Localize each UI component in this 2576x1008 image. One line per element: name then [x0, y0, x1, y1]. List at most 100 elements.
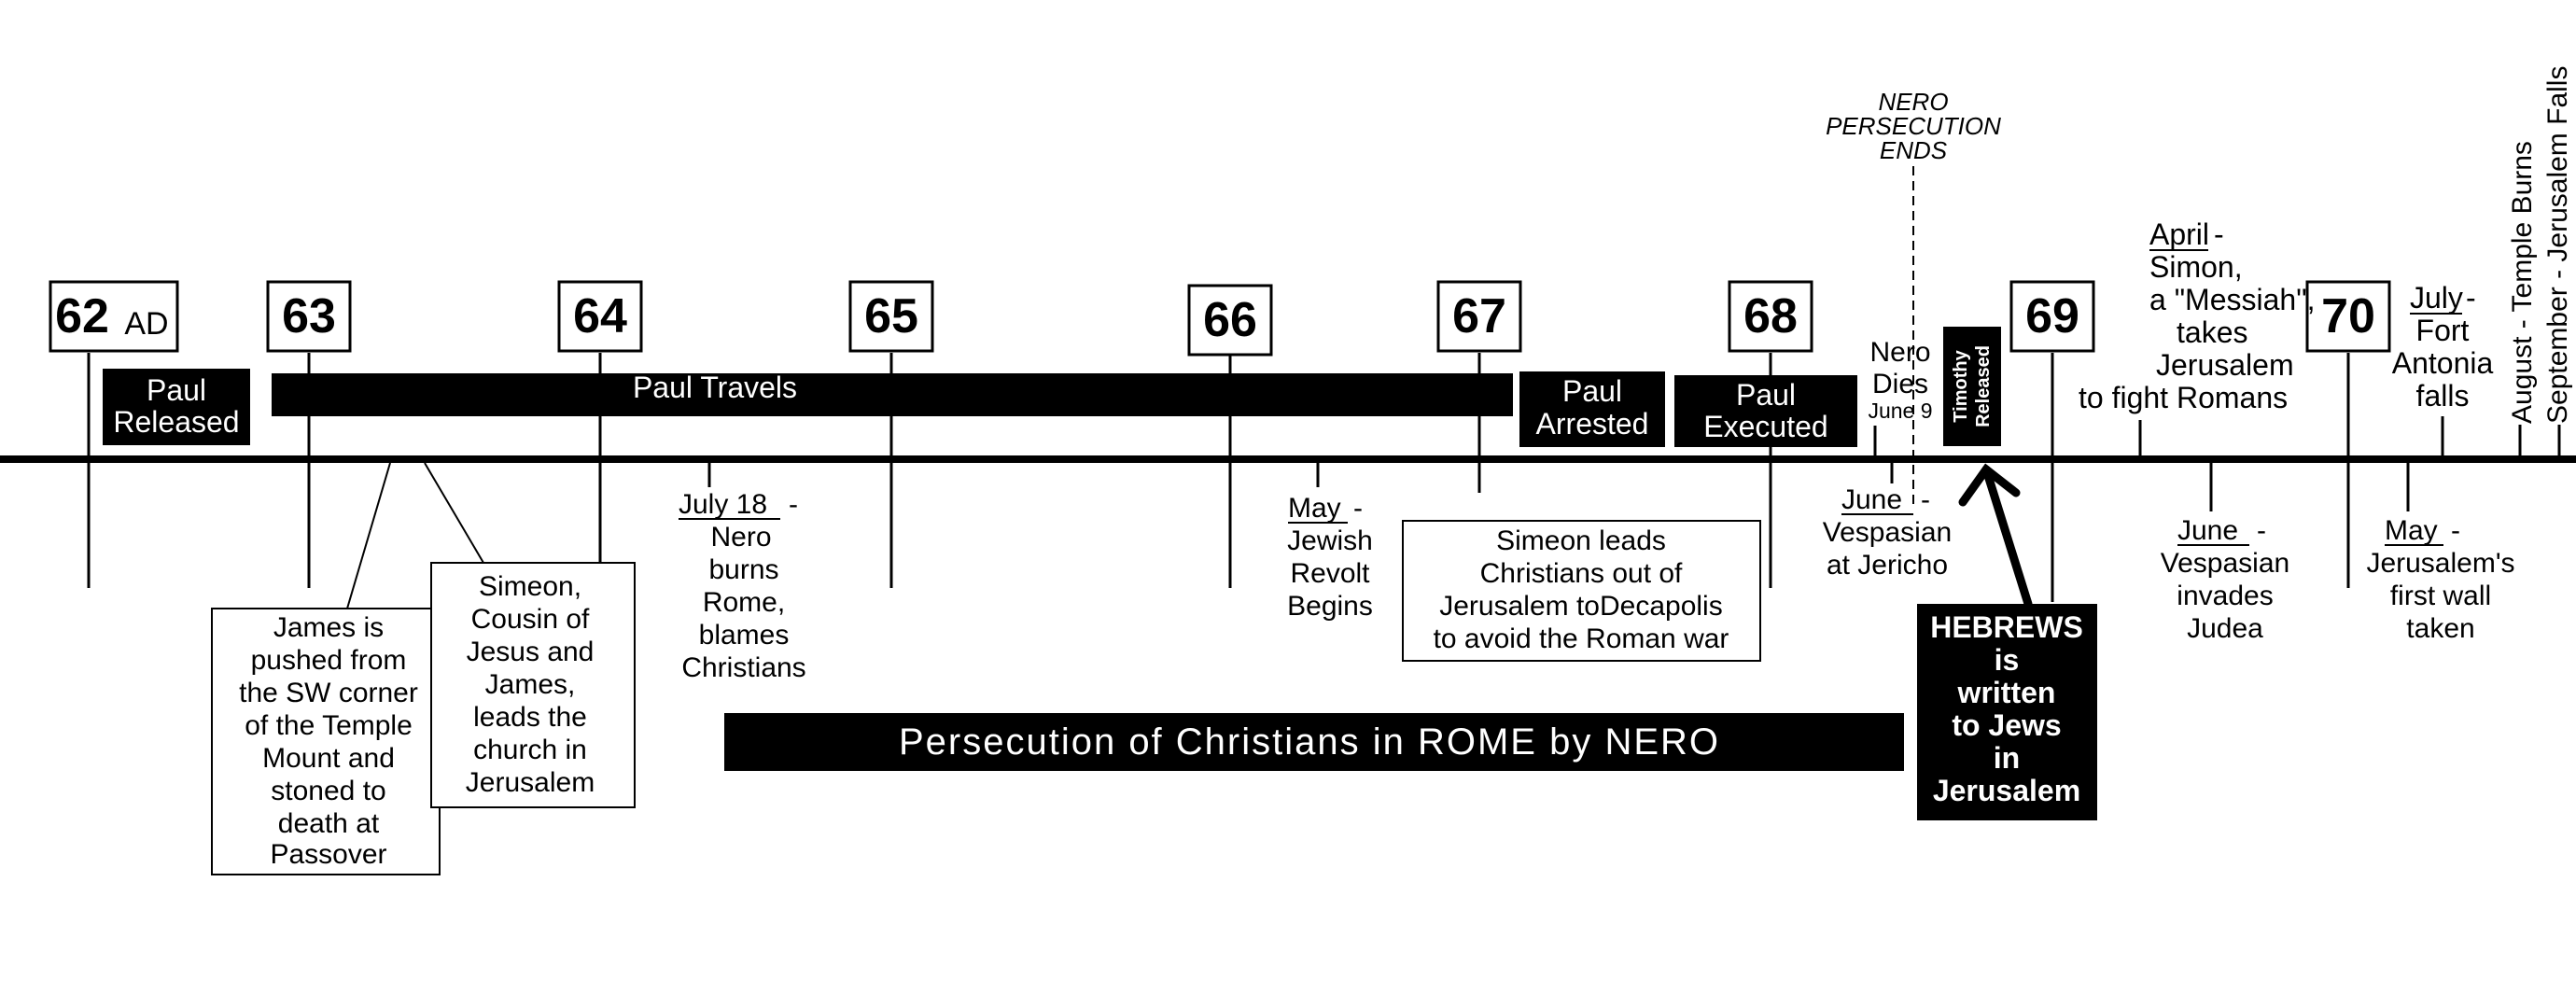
year-marker-65: 65	[848, 280, 934, 353]
simeon-67-line-3: Jerusalem toDecapolis	[1439, 591, 1722, 622]
july-18-64-event: July 18 - Nero burns Rome, blames Christ…	[679, 463, 806, 683]
simeon-64-line-5: leads the	[473, 702, 587, 733]
year-label-64: 64	[573, 289, 627, 343]
svg-text:-: -	[1921, 484, 1930, 515]
simeon-67-box	[1402, 520, 1761, 662]
year-label-69: 69	[2025, 289, 2079, 343]
paul-released-line-2: Released	[113, 405, 239, 439]
james-callout: James is pushed from the SW corner of th…	[211, 462, 484, 875]
july-70-line-1: Fort	[2416, 314, 2470, 347]
july-70-month: July	[2410, 281, 2463, 315]
year-marker-69: 69	[2009, 280, 2095, 353]
year-label-63: 63	[282, 289, 336, 343]
year-label-68: 68	[1743, 289, 1798, 343]
svg-text:-: -	[789, 489, 798, 520]
james-line-3: the SW corner	[239, 678, 418, 708]
may-66-line-2: Revolt	[1290, 558, 1370, 589]
may-66-line-1: Jewish	[1287, 525, 1373, 556]
svg-text:-: -	[1353, 493, 1363, 524]
james-line-2: pushed from	[251, 645, 407, 676]
simeon-67-line-1: Simeon leads	[1496, 525, 1666, 556]
james-line-4: of the Temple	[245, 710, 413, 741]
hebrews-callout: HEBREWS is written to Jews in Jerusalem	[1917, 463, 2097, 820]
april-69-event: April - Simon, a "Messiah", takes Jerusa…	[2079, 217, 2315, 455]
year-label-62: 62	[55, 289, 109, 343]
year-marker-63: 63	[266, 280, 352, 353]
june-69-line-2: invades	[2177, 581, 2273, 611]
may-70-line-3: taken	[2406, 613, 2474, 644]
july-18-line-1: Nero	[710, 522, 771, 553]
svg-text:-: -	[2214, 217, 2224, 251]
james-line-6: stoned to	[271, 776, 385, 806]
april-69-line-5: to fight Romans	[2079, 381, 2288, 414]
july-18-month: July 18	[679, 489, 767, 520]
year-label-66: 66	[1203, 293, 1257, 347]
hebrews-arrow-icon	[1958, 463, 2033, 609]
simeon-64-line-4: James,	[485, 669, 576, 700]
july-70-line-2: Antonia	[2392, 346, 2494, 380]
james-line-5: Mount and	[262, 743, 395, 774]
simeon-64-line-1: Simeon,	[479, 571, 581, 602]
james-box	[211, 608, 441, 875]
james-line-7: death at	[278, 808, 380, 839]
paul-released-bar: Paul Released	[103, 369, 250, 445]
april-69-line-4: Jerusalem	[2156, 348, 2294, 382]
june-69-event: June - Vespasian invades Judea	[2161, 463, 2289, 644]
svg-text:-: -	[2257, 515, 2266, 546]
paul-arrested-bar: Paul Arrested	[1519, 371, 1665, 447]
may-66-event: May - Jewish Revolt Begins	[1287, 463, 1373, 622]
year-label-67: 67	[1452, 289, 1506, 343]
year-label-65: 65	[864, 289, 918, 343]
august-70-label: August - Temple Burns	[2507, 141, 2538, 424]
may-66-month: May	[1288, 493, 1341, 524]
simeon-64-line-6: church in	[473, 735, 587, 765]
nero-dies-date: June 9	[1868, 399, 1932, 423]
timothy-released-line-1: Timothy	[1951, 349, 1971, 422]
simeon-67-callout: Simeon leads Christians out of Jerusalem…	[1402, 520, 1761, 662]
timeline-axis	[0, 455, 2576, 463]
year-marker-70: 70	[2305, 280, 2391, 353]
june-68-line-2: at Jericho	[1827, 550, 1948, 581]
nero-persecution-ends-line-2: PERSECUTION	[1826, 112, 2001, 140]
simeon-64-box	[430, 562, 636, 808]
nero-dies-line-1: Nero	[1869, 337, 1930, 368]
june-69-line-1: Vespasian	[2161, 548, 2289, 579]
june-68-month: June	[1841, 484, 1902, 515]
may-70-month: May	[2385, 515, 2438, 546]
hebrews-line-2: is	[1995, 643, 2020, 677]
simeon-67-line-2: Christians out of	[1480, 558, 1683, 589]
svg-text:-: -	[2451, 515, 2460, 546]
hebrews-line-6: Jerusalem	[1933, 774, 2080, 807]
paul-travels-bar: Paul Travels	[272, 371, 1513, 416]
april-69-line-3: takes	[2177, 315, 2247, 349]
hebrews-line-4: to Jews	[1952, 708, 2061, 742]
june-68-event: June - Vespasian at Jericho	[1823, 463, 1952, 581]
june-69-month: June	[2177, 515, 2238, 546]
july-70-line-3: falls	[2416, 379, 2470, 413]
year-marker-68: 68	[1728, 280, 1813, 353]
hebrews-line-3: written	[1957, 676, 2056, 709]
paul-executed-bar: Paul Executed	[1674, 375, 1857, 447]
hebrews-line-1: HEBREWS	[1930, 610, 2083, 644]
april-69-line-2: a "Messiah",	[2149, 283, 2315, 316]
nero-persecution-ends: NERO PERSECUTION ENDS	[1826, 88, 2001, 504]
simeon-64-callout: Simeon, Cousin of Jesus and James, leads…	[430, 562, 636, 808]
july-18-line-3: Rome,	[703, 587, 785, 618]
year-marker-62: 62 AD	[49, 280, 179, 353]
simeon-67-line-4: to avoid the Roman war	[1434, 623, 1729, 654]
september-70-label: September - Jerusalem Falls	[2542, 66, 2573, 424]
may-70-line-2: first wall	[2390, 581, 2491, 611]
persecution-banner-label: Persecution of Christians in ROME by NER…	[899, 721, 1720, 763]
may-70-event: May - Jerusalem's first wall taken	[2366, 463, 2515, 644]
persecution-banner: Persecution of Christians in ROME by NER…	[724, 713, 1904, 771]
april-69-month: April	[2149, 217, 2209, 251]
paul-arrested-line-1: Paul	[1562, 374, 1622, 408]
simeon-64-line-2: Cousin of	[471, 604, 590, 635]
year-marker-64: 64	[557, 280, 643, 353]
hebrews-box	[1917, 604, 2097, 820]
july-18-line-2: burns	[708, 554, 778, 585]
june-69-line-3: Judea	[2187, 613, 2263, 644]
timothy-released-line-2: Released	[1973, 345, 1994, 427]
paul-arrested-line-2: Arrested	[1536, 407, 1649, 441]
may-66-line-3: Begins	[1287, 591, 1373, 622]
